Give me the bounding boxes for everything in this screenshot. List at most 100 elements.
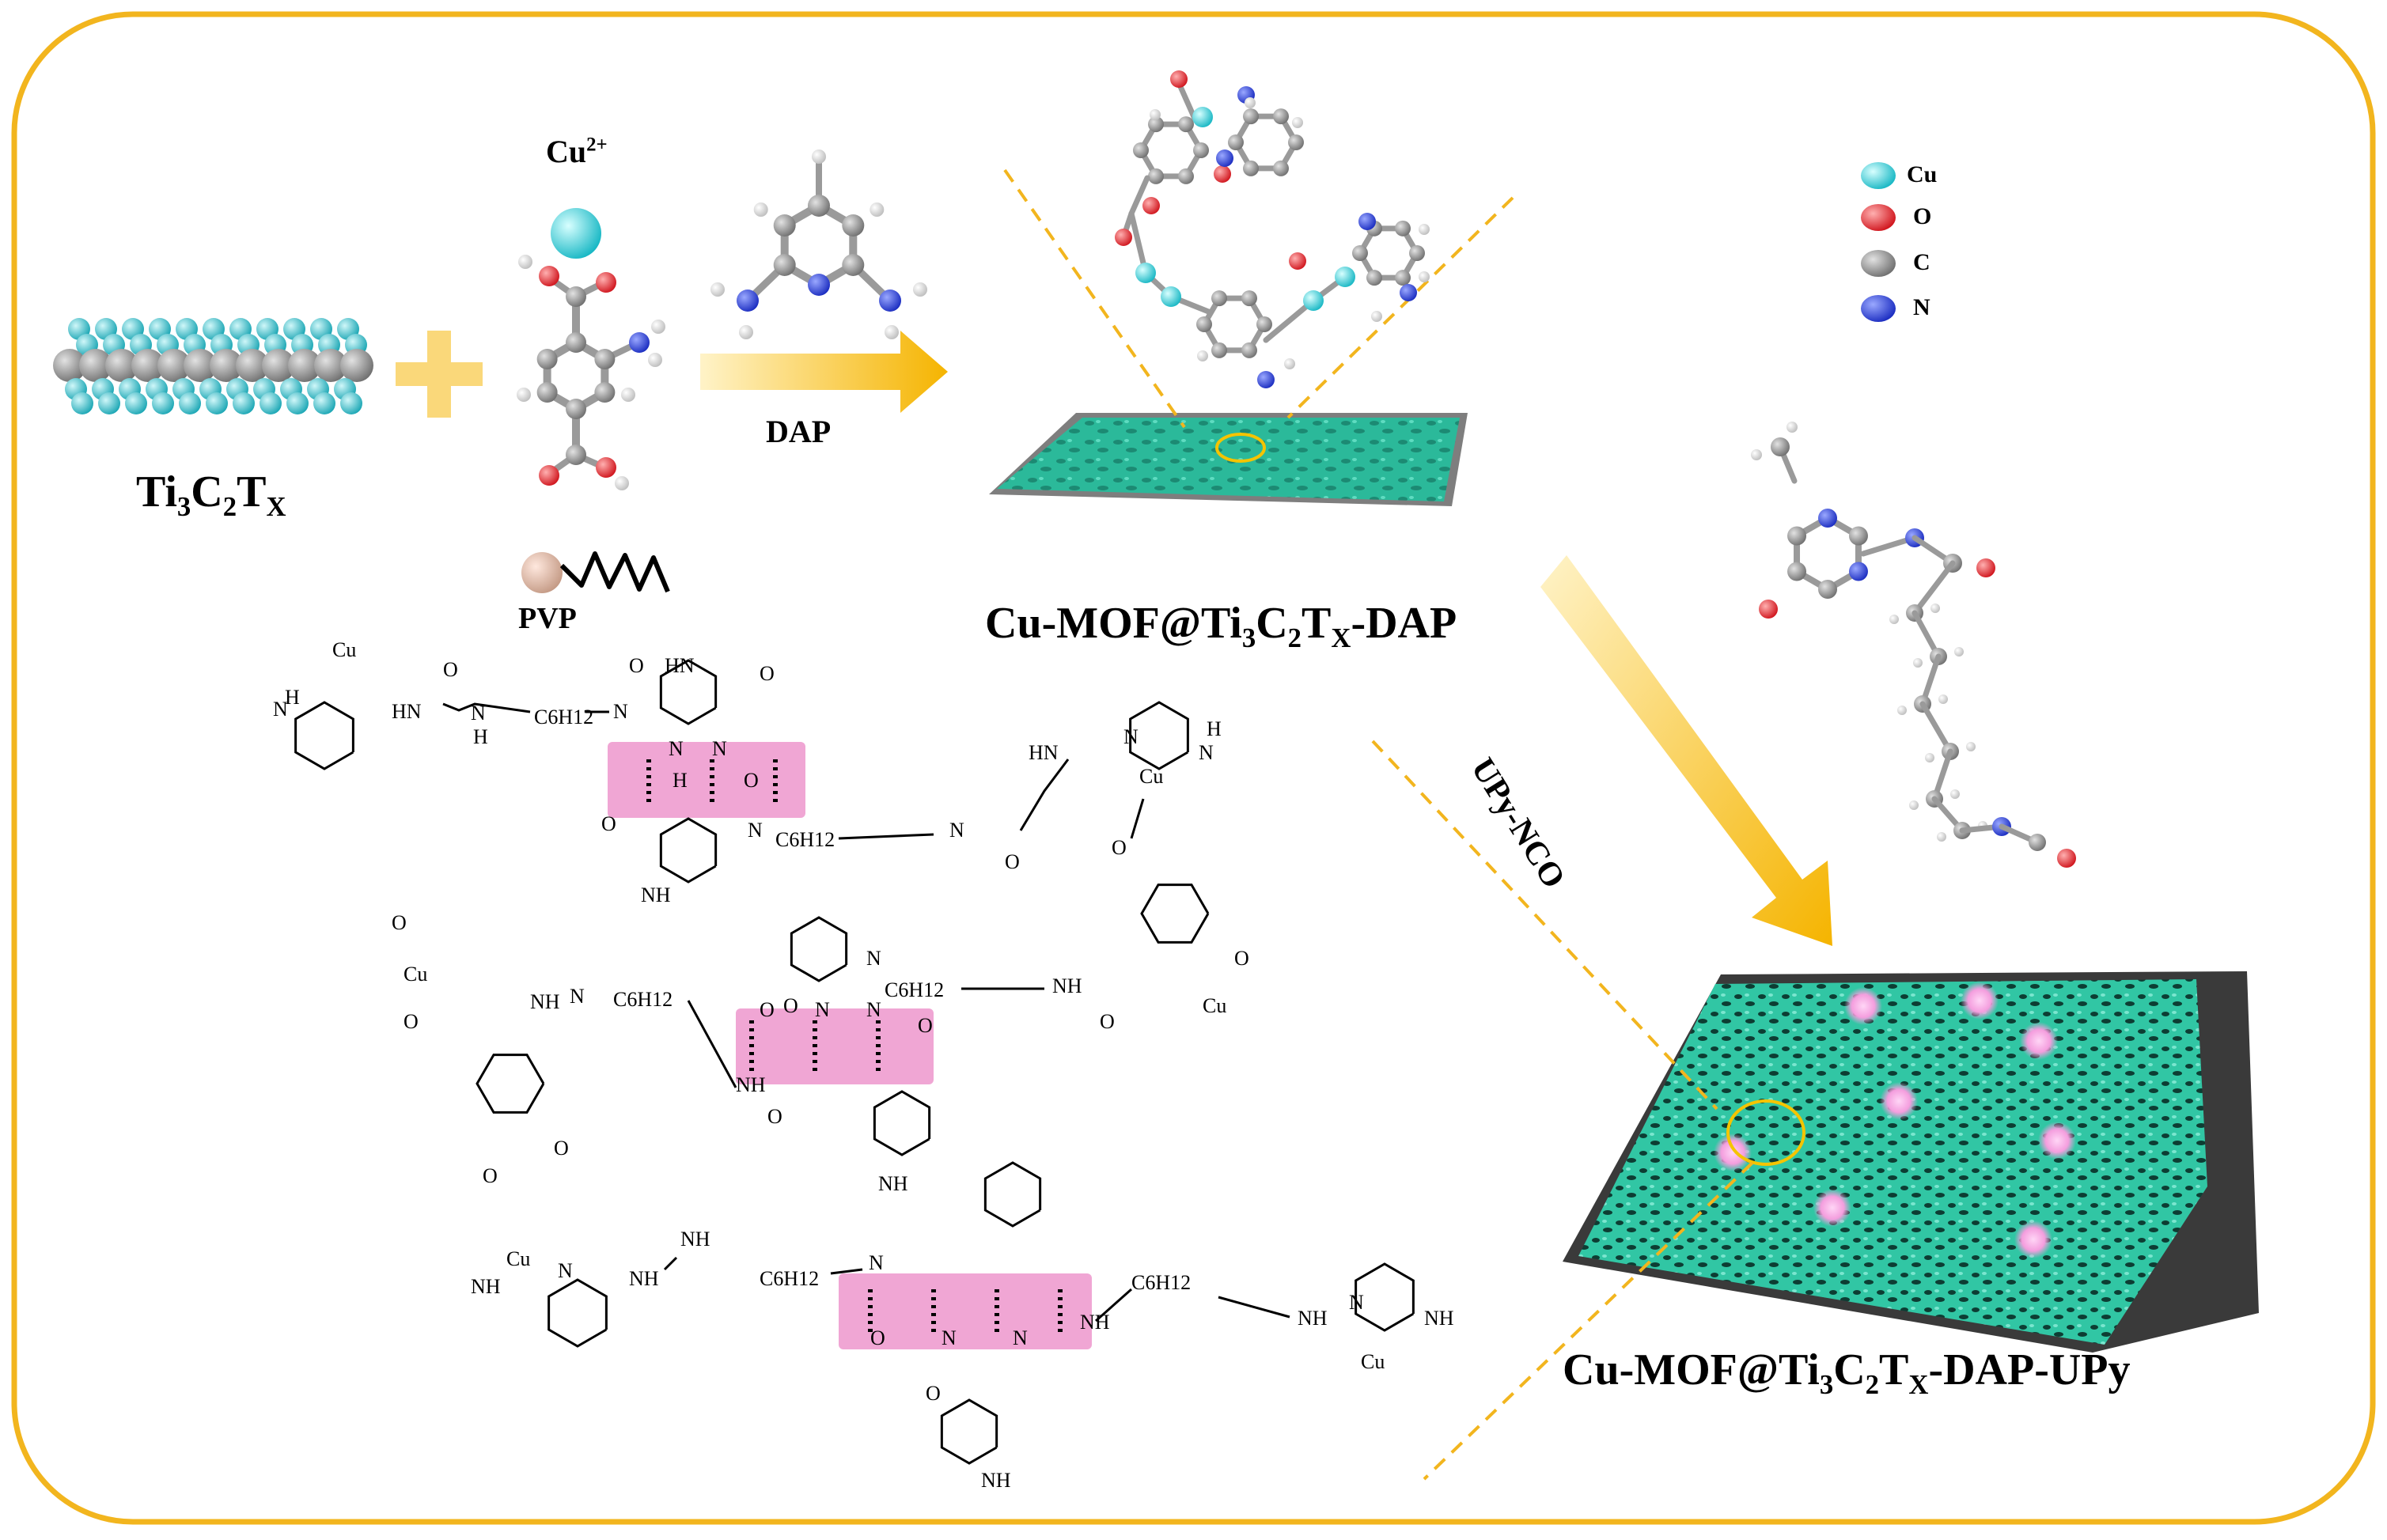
upy-domains: [1714, 982, 2076, 1258]
svg-text:N: N: [1349, 1291, 1364, 1314]
c-atom: [262, 349, 295, 382]
svg-text:HN: HN: [665, 654, 695, 677]
svg-text:O: O: [926, 1382, 941, 1405]
h-atom: [1909, 800, 1919, 810]
c-atom: [1787, 526, 1807, 546]
n-atom: [629, 332, 650, 353]
svg-text:NH: NH: [641, 884, 671, 906]
svg-text:HN: HN: [392, 700, 422, 723]
svg-text:N: N: [949, 819, 964, 842]
svg-text:O: O: [554, 1137, 569, 1160]
o-atom: [1289, 252, 1306, 270]
h-atom: [1419, 224, 1430, 235]
svg-text:N: N: [570, 985, 585, 1008]
c-atom: [1288, 134, 1304, 150]
c-atom: [1193, 142, 1209, 158]
mof-upy-film: [1371, 740, 2259, 1481]
svg-text:O: O: [767, 1105, 782, 1128]
pvp-icon: [521, 551, 670, 593]
svg-text:H: H: [473, 725, 488, 748]
upy-nco-model: [1751, 422, 2076, 868]
ti3c2tx-label: Ti3C2TX: [136, 467, 286, 523]
c-atom: [1228, 134, 1244, 150]
c-atom: [53, 349, 86, 382]
svg-text:NH: NH: [1080, 1311, 1110, 1334]
svg-text:Cu: Cu: [506, 1247, 530, 1270]
c-atom: [1352, 245, 1368, 261]
h-atom: [1371, 311, 1382, 322]
cu2-label: Cu2+: [546, 134, 608, 169]
h-atom: [1954, 647, 1964, 656]
svg-text:O: O: [744, 769, 759, 792]
c-atom: [131, 349, 165, 382]
upy-domain-dot: [2038, 1122, 2076, 1160]
svg-text:NH: NH: [736, 1073, 766, 1096]
outer-frame: [11, 11, 2376, 1525]
c-atom: [842, 214, 865, 236]
svg-text:O: O: [443, 658, 458, 681]
upy-domain-dot: [1880, 1082, 1918, 1120]
svg-text:O: O: [870, 1326, 885, 1349]
o-atom: [539, 465, 559, 486]
h-atom: [1419, 271, 1430, 282]
n-atom: [1257, 371, 1275, 388]
h-atom: [870, 202, 885, 217]
c-atom: [105, 349, 138, 382]
svg-text:C6H12: C6H12: [613, 988, 673, 1011]
svg-text:O: O: [1112, 836, 1127, 859]
h-atom: [651, 320, 665, 334]
svg-text:N: N: [866, 947, 881, 970]
n-atom: [1848, 562, 1868, 581]
mof-dap-upy-label: Cu-MOF@Ti3C2TX-DAP-UPy: [1563, 1345, 2131, 1401]
svg-text:HN: HN: [1029, 741, 1059, 764]
dap-model: [710, 149, 927, 339]
svg-text:Cu: Cu: [1139, 765, 1163, 788]
svg-text:N: N: [1199, 741, 1214, 764]
ti3c2tx-structure: [53, 318, 373, 414]
h-atom: [1245, 97, 1256, 108]
c-atom: [1409, 245, 1425, 261]
c-atom: [594, 349, 616, 369]
c-atom: [1148, 116, 1164, 133]
svg-text:NH: NH: [680, 1228, 710, 1251]
c-atom: [314, 349, 347, 382]
c-atom: [1243, 108, 1259, 125]
h-atom: [1913, 658, 1923, 668]
ti-atom: [98, 392, 120, 414]
mof-film-top: [989, 168, 1514, 506]
ti-atom: [206, 392, 228, 414]
mof-dap-label: Cu-MOF@Ti3C2TX-DAP: [985, 599, 1457, 654]
cu-ion-ball: [551, 208, 601, 259]
legend-c-label: C: [1913, 249, 1930, 275]
svg-text:N: N: [273, 698, 288, 721]
c-atom: [288, 349, 321, 382]
svg-text:Cu: Cu: [1361, 1350, 1385, 1373]
c-atom: [1771, 437, 1790, 456]
svg-text:N: N: [613, 700, 628, 723]
ti-atom: [340, 392, 362, 414]
o-atom: [1759, 600, 1778, 619]
svg-text:H: H: [1207, 717, 1222, 740]
c-atom: [1395, 270, 1411, 286]
n-atom: [1818, 509, 1837, 528]
dap-arrow: [700, 331, 948, 413]
cu-atom: [1135, 263, 1156, 283]
svg-text:O: O: [1234, 947, 1249, 970]
svg-text:O: O: [392, 911, 407, 934]
hydrogen-bond-box: [839, 1273, 1092, 1349]
cu-mof-cluster-model: [1115, 70, 1430, 388]
svg-text:N: N: [815, 998, 830, 1021]
c-atom: [1178, 168, 1194, 184]
ti-atom: [152, 392, 174, 414]
svg-text:N: N: [1123, 725, 1139, 748]
c-atom: [566, 445, 586, 465]
ti-atom: [125, 392, 147, 414]
h-atom: [1150, 109, 1161, 120]
n-atom: [879, 289, 901, 312]
svg-text:NH: NH: [629, 1267, 659, 1290]
c-atom: [1241, 342, 1257, 358]
o-atom: [2057, 849, 2076, 868]
n-atom: [737, 289, 759, 312]
c-atom: [1211, 342, 1227, 358]
